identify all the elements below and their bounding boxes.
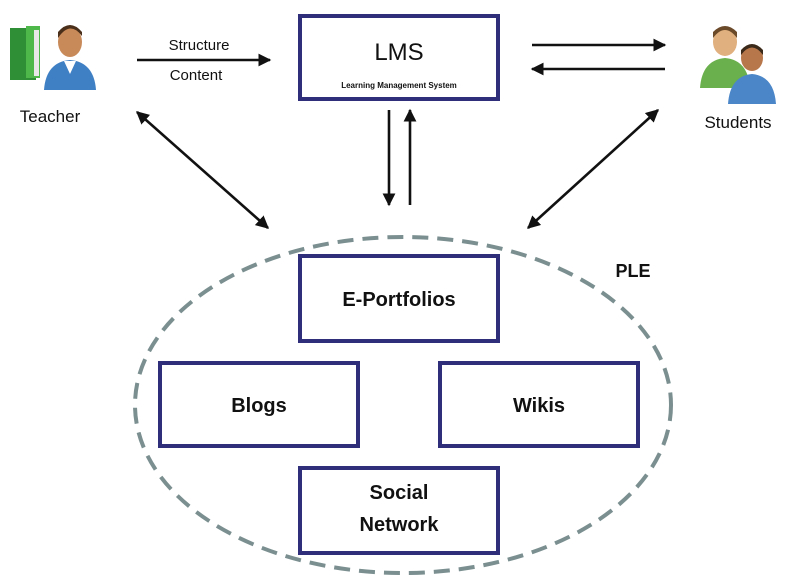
students-label: Students (704, 113, 771, 132)
wikis-label: Wikis (513, 395, 565, 417)
structure-label: Structure (169, 37, 230, 54)
teacher-label: Teacher (20, 107, 81, 126)
students-group-icon (700, 26, 776, 104)
teacher-with-book-icon (10, 25, 96, 90)
lms-subtitle: Learning Management System (341, 81, 457, 90)
lms-title: LMS (374, 39, 423, 66)
students-ple-arrow (527, 109, 659, 229)
content-label: Content (170, 67, 223, 84)
ple-boundary (133, 235, 673, 575)
eportfolios-box: E-Portfolios (298, 254, 500, 343)
social-label-line2: Network (360, 514, 440, 536)
blogs-label: Blogs (231, 395, 287, 417)
blogs-box: Blogs (158, 361, 360, 448)
social-label-line1: Social (370, 482, 429, 504)
lms-box: LMS Learning Management System (298, 14, 500, 101)
teacher-ple-arrow (136, 111, 269, 229)
ple-label: PLE (615, 261, 650, 281)
eportfolios-label: E-Portfolios (342, 289, 455, 311)
social-network-box: Social Network (298, 466, 500, 555)
wikis-box: Wikis (438, 361, 640, 448)
